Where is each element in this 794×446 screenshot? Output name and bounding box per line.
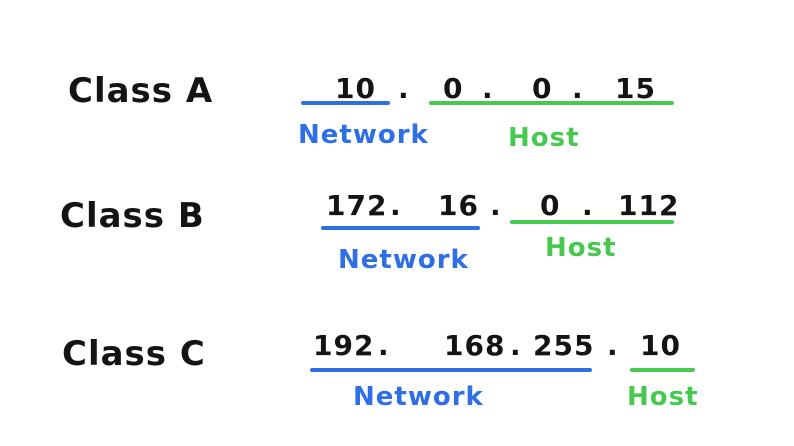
class-label: Class C [62, 334, 206, 374]
octet-4: 15 [615, 72, 656, 105]
octet-4: 10 [640, 329, 681, 362]
octet-2: 16 [438, 189, 479, 222]
octet-4: 112 [618, 189, 679, 222]
dot-separator: . [572, 72, 584, 105]
octet-2: 0 [443, 72, 463, 105]
octet-1: 192 [313, 329, 374, 362]
octet-3: 0 [540, 189, 560, 222]
octet-1: 10 [335, 72, 376, 105]
dot-separator: . [607, 329, 619, 362]
class-label: Class A [68, 71, 213, 111]
host-label: Host [508, 123, 580, 153]
row-class-c: Class C 192 . 168 . 255 . 10 Network Hos… [62, 329, 699, 412]
dot-separator: . [490, 189, 502, 222]
octet-3: 255 [533, 329, 594, 362]
dot-separator: . [482, 72, 494, 105]
host-label: Host [627, 382, 699, 412]
dot-separator: . [390, 189, 402, 222]
class-label: Class B [60, 196, 205, 236]
network-label: Network [338, 245, 469, 275]
row-class-a: Class A 10 . 0 . 0 . 15 Network Host [68, 71, 674, 153]
dot-separator: . [582, 189, 594, 222]
dot-separator: . [510, 329, 522, 362]
dot-separator: . [398, 72, 410, 105]
octet-2: 168 [444, 329, 505, 362]
host-label: Host [545, 233, 617, 263]
row-class-b: Class B 172 . 16 . 0 . 112 Network Host [60, 189, 679, 275]
octet-3: 0 [532, 72, 552, 105]
network-label: Network [353, 382, 484, 412]
network-label: Network [298, 120, 429, 150]
dot-separator: . [378, 329, 390, 362]
octet-1: 172 [326, 189, 387, 222]
